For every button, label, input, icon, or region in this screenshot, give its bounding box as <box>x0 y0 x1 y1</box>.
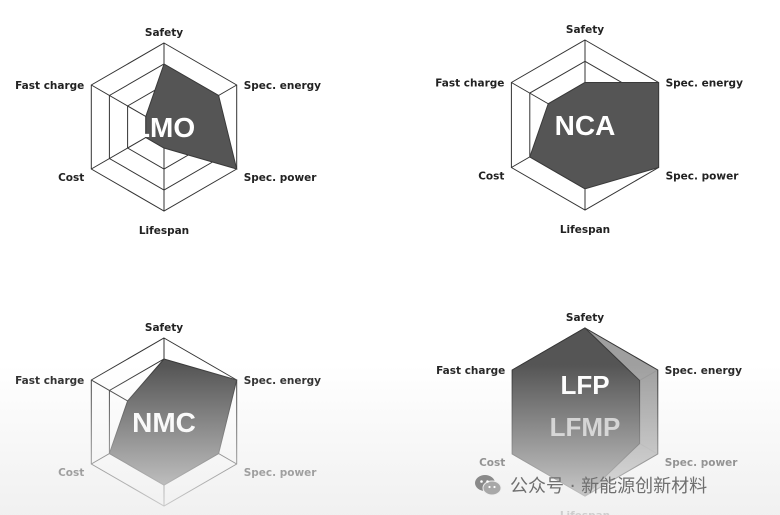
axis-label-spec-energy: Spec. energy <box>244 80 321 92</box>
series-label-lfp: LFP <box>560 370 609 400</box>
axis-label-safety: Safety <box>566 312 604 324</box>
axis-label-fast-charge: Fast charge <box>15 80 84 92</box>
axis-label-safety: Safety <box>145 322 183 334</box>
axis-label-spec-power: Spec. power <box>244 172 318 184</box>
watermark-text: 公众号 · 新能源创新材料 <box>510 476 708 497</box>
axis-label-safety: Safety <box>566 24 604 36</box>
axis-label-cost: Cost <box>58 172 84 184</box>
axis-label-lifespan: Lifespan <box>560 510 610 515</box>
watermark: 公众号 · 新能源创新材料 <box>474 470 707 500</box>
axis-label-fast-charge: Fast charge <box>436 365 505 377</box>
series-label-lmo: LMO <box>133 112 195 143</box>
axis-label-spec-energy: Spec. energy <box>666 78 743 90</box>
axis-label-spec-energy: Spec. energy <box>244 375 321 387</box>
axis-label-lifespan: Lifespan <box>560 224 610 236</box>
series-area-nca <box>529 82 660 190</box>
axis-label-spec-power: Spec. power <box>665 457 739 469</box>
axis-label-fast-charge: Fast charge <box>435 78 504 90</box>
series-area-lmo <box>145 63 238 170</box>
series-label-nca: NCA <box>555 110 616 141</box>
axis-label-lifespan: Lifespan <box>139 225 189 237</box>
wechat-icon <box>475 475 502 496</box>
axis-label-cost: Cost <box>479 457 505 469</box>
axis-label-fast-charge: Fast charge <box>15 375 84 387</box>
axis-label-safety: Safety <box>145 27 183 39</box>
axis-label-spec-power: Spec. power <box>244 467 318 479</box>
axis-label-cost: Cost <box>478 171 504 183</box>
series-label-lfmp: LFMP <box>550 412 621 442</box>
axis-label-cost: Cost <box>58 467 84 479</box>
series-label-nmc: NMC <box>132 407 196 438</box>
axis-label-spec-power: Spec. power <box>666 171 740 183</box>
axis-label-spec-energy: Spec. energy <box>665 365 742 377</box>
